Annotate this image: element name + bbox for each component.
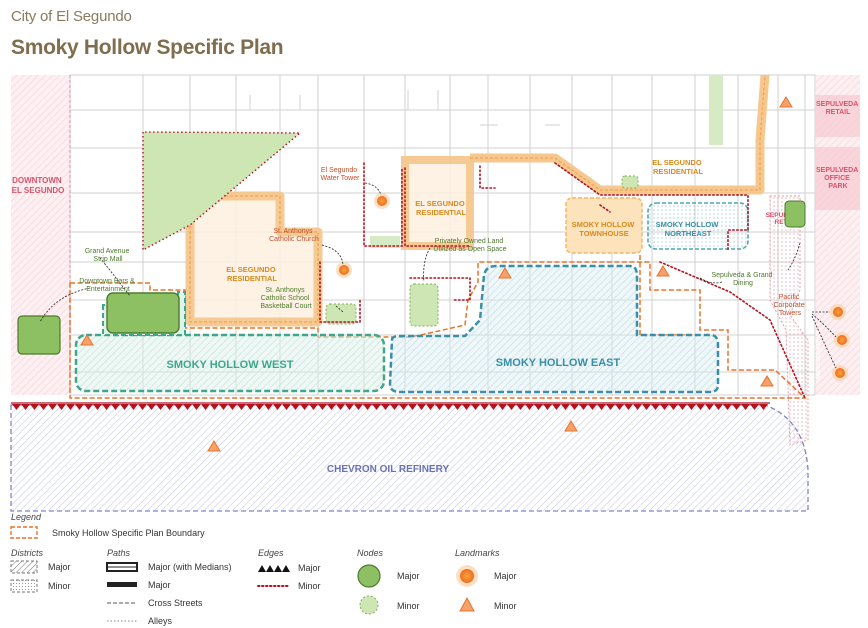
legend: Legend Smoky Hollow Specific Plan Bounda… <box>10 512 517 626</box>
major-edge-railroad <box>11 402 770 410</box>
label-downtown-bars: Downtown Bars & Entertainment <box>79 278 137 293</box>
green-patch-church <box>370 236 400 248</box>
label-st-anthonys-church: St. Anthonys Catholic Church <box>269 228 319 243</box>
label-smoky-hollow-northeast: SMOKY HOLLOW NORTHEAST <box>656 220 721 238</box>
label-grand-avenue-strip-mall: Grand Avenue Strip Mall <box>85 248 132 263</box>
minor-node-basketball-court <box>325 303 357 325</box>
legend-district-major-swatch <box>10 560 38 574</box>
legend-edge-major-swatch <box>258 565 290 572</box>
legend-path-major-medians-label: Major (with Medians) <box>148 562 232 572</box>
legend-edge-major-label: Major <box>298 563 321 573</box>
legend-district-minor-label: Minor <box>48 581 71 591</box>
label-smoky-hollow-townhouse: SMOKY HOLLOW TOWNHOUSE <box>572 220 637 238</box>
major-node-downtown-bars <box>17 315 61 355</box>
minor-landmarks <box>80 96 793 452</box>
legend-nodes-heading: Nodes <box>357 548 384 558</box>
major-landmark-water-tower <box>374 193 390 209</box>
legend-edges-heading: Edges <box>258 548 284 558</box>
major-landmark-pacific-towers-2 <box>834 332 850 348</box>
legend-boundary-swatch <box>10 526 38 539</box>
major-landmark-st-anthonys-church <box>336 262 352 278</box>
legend-edge-minor-label: Minor <box>298 581 321 591</box>
minor-landmark-triangle <box>207 440 221 452</box>
smoky-hollow-townhouse-district <box>565 197 643 254</box>
minor-landmark-triangle <box>656 265 670 277</box>
legend-node-minor-label: Minor <box>397 601 420 611</box>
green-open-space-triangle <box>142 131 302 252</box>
label-el-segundo-residential-mid: EL SEGUNDO RESIDENTIAL <box>415 199 467 217</box>
minor-edges <box>319 162 806 399</box>
label-pacific-corporate-towers: Pacific Corporate Towers <box>773 294 806 317</box>
legend-node-major-label: Major <box>397 571 420 581</box>
legend-path-major-label: Major <box>148 580 171 590</box>
minor-node-residential-ne <box>621 175 639 189</box>
legend-node-minor-swatch <box>359 595 379 615</box>
major-node-sepulveda-retail <box>784 200 806 228</box>
legend-district-major-label: Major <box>48 562 71 572</box>
el-segundo-residential-west <box>185 191 323 327</box>
legend-landmark-minor-swatch <box>459 596 475 612</box>
label-sepulveda-grand-dining: Sepulveda & Grand Dining <box>711 272 774 287</box>
label-privately-owned-land: Privately Owned Land Utilized as Open Sp… <box>433 238 506 253</box>
green-strip <box>709 75 723 145</box>
map-title: Smoky Hollow Specific Plan <box>11 36 284 59</box>
legend-path-cross-streets-label: Cross Streets <box>148 598 203 608</box>
label-el-segundo-residential-ne: EL SEGUNDO RESIDENTIAL <box>652 158 704 176</box>
el-segundo-residential-ne <box>470 74 770 195</box>
major-landmark-pacific-towers-1 <box>830 304 846 320</box>
legend-title: Legend <box>11 512 42 522</box>
label-el-segundo-residential-w: EL SEGUNDO RESIDENTIAL <box>226 265 278 283</box>
minor-landmark-triangle <box>80 334 94 346</box>
label-sepulveda-retail-top: SEPULVEDA RETAIL <box>816 101 860 116</box>
major-landmarks <box>336 193 850 381</box>
chevron-oil-refinery-district <box>10 404 809 512</box>
legend-landmark-major-swatch <box>456 565 478 587</box>
legend-districts-heading: Districts <box>11 548 43 558</box>
label-smoky-hollow-east: SMOKY HOLLOW EAST <box>496 357 621 369</box>
major-node-grand-avenue-strip-mall <box>106 292 180 334</box>
leader-lines <box>39 182 837 369</box>
legend-district-minor-swatch <box>10 579 38 593</box>
minor-landmark-triangle <box>760 375 774 387</box>
label-smoky-hollow-west: SMOKY HOLLOW WEST <box>167 359 294 371</box>
legend-landmark-major-label: Major <box>494 571 517 581</box>
legend-boundary-label: Smoky Hollow Specific Plan Boundary <box>52 528 205 538</box>
label-st-anthonys-school: St. Anthonys Catholic School Basketball … <box>260 287 311 310</box>
label-el-segundo-water-tower: El Segundo Water Tower <box>321 167 361 182</box>
label-sepulveda-blvd: SEPULVEDA BLVD <box>816 330 822 379</box>
legend-paths-heading: Paths <box>107 548 131 558</box>
legend-path-alleys-label: Alleys <box>148 616 173 626</box>
sepulveda-district <box>769 75 860 446</box>
map-supertitle: City of El Segundo <box>11 8 132 25</box>
legend-path-major-swatch <box>107 582 137 587</box>
minor-landmark-triangle <box>564 420 578 432</box>
smoky-hollow-east-district <box>388 264 720 394</box>
legend-node-major-swatch <box>357 564 381 588</box>
minor-landmark-triangle <box>779 96 793 108</box>
legend-landmarks-heading: Landmarks <box>455 548 500 558</box>
minor-landmark-triangle <box>498 267 512 279</box>
label-sepulveda-office-park: SEPULVEDA OFFICE PARK <box>816 167 860 190</box>
label-downtown-el-segundo: DOWNTOWN EL SEGUNDO <box>12 176 65 195</box>
legend-landmark-minor-label: Minor <box>494 601 517 611</box>
label-chevron-oil-refinery: CHEVRON OIL REFINERY <box>327 464 450 475</box>
minor-node-privately-owned-land <box>409 283 439 327</box>
major-landmark-pacific-towers-3 <box>832 365 848 381</box>
